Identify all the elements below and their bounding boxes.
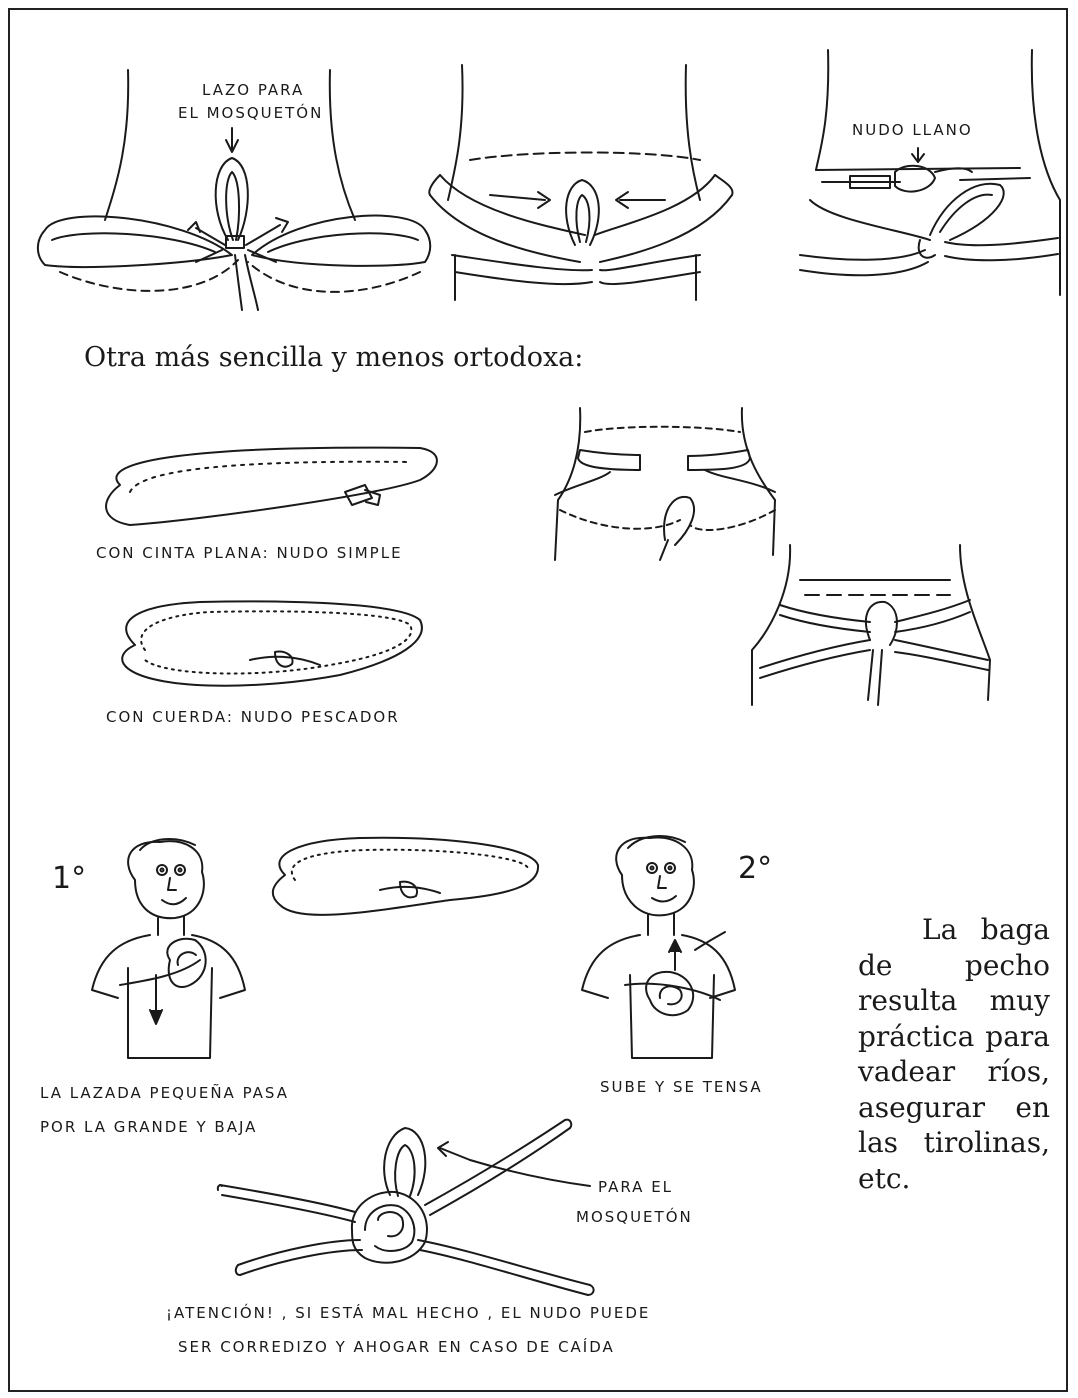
step2-marker: 2° — [738, 851, 772, 886]
harness-step2-drawing — [429, 65, 732, 300]
label-nudo-llano: NUDO LLANO — [852, 121, 973, 139]
warning-line1: ¡ATENCIÓN! , SI ESTÁ MAL HECHO , EL NUDO… — [166, 1303, 650, 1322]
cinta-plana-loop-drawing — [106, 448, 437, 525]
harness-step3-drawing — [800, 50, 1060, 295]
label-para-el: PARA EL — [598, 1178, 673, 1196]
label-sube: SUBE Y SE TENSA — [600, 1078, 763, 1096]
label-lazo-line2: EL MOSQUETÓN — [178, 103, 323, 122]
person-step1-drawing — [92, 839, 245, 1058]
section-caption: Otra más sencilla y menos ortodoxa: — [84, 342, 583, 373]
rope-loop-drawing — [273, 838, 538, 915]
warning-line2: SER CORREDIZO Y AHOGAR EN CASO DE CAÍDA — [178, 1337, 615, 1356]
label-lazada-line2: POR LA GRANDE Y BAJA — [40, 1118, 257, 1136]
label-lazo-line1: LAZO PARA — [202, 81, 304, 99]
knot-closeup-drawing — [218, 1120, 594, 1295]
label-mosqueton: MOSQUETÓN — [576, 1207, 693, 1226]
label-cinta-plana: CON CINTA PLANA: NUDO SIMPLE — [96, 544, 403, 562]
label-lazada-line1: LA LAZADA PEQUEÑA PASA — [40, 1083, 289, 1102]
torso-tied-drawing-1 — [555, 408, 775, 560]
torso-tied-drawing-2 — [752, 545, 990, 705]
person-step2-drawing — [582, 836, 735, 1058]
cuerda-loop-drawing — [122, 601, 422, 685]
label-con-cuerda: CON CUERDA: NUDO PESCADOR — [106, 708, 400, 726]
side-note-paragraph: La baga de pecho resulta muy práctica pa… — [858, 912, 1050, 1196]
step1-marker: 1° — [52, 861, 86, 896]
